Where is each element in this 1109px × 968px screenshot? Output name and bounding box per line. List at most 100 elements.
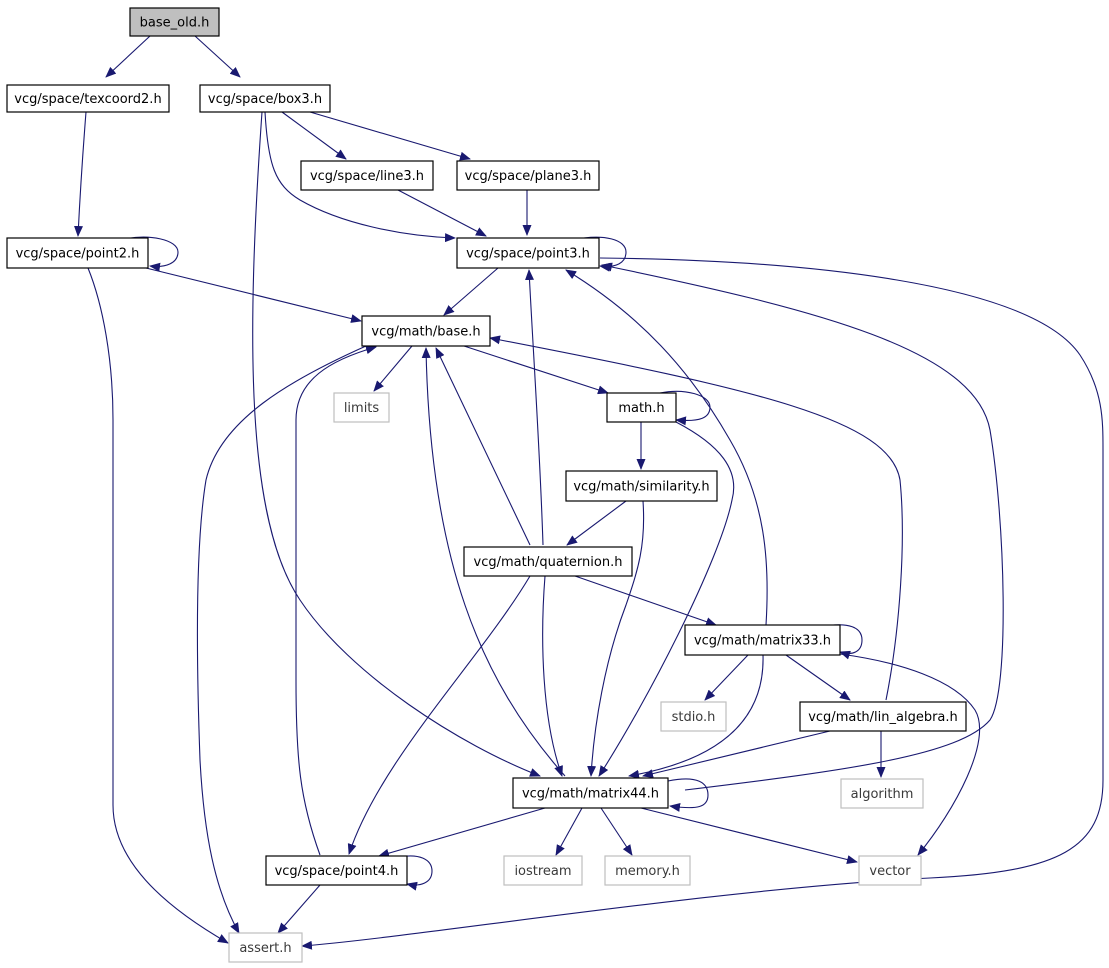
node-line3-box bbox=[300, 160, 434, 191]
node-stdio[interactable]: stdio.h bbox=[660, 701, 727, 732]
node-assert[interactable]: assert.h bbox=[228, 932, 303, 963]
edge-matrix44-point4 bbox=[378, 807, 546, 858]
node-matrix44-box bbox=[512, 777, 669, 809]
edge-point4-assert bbox=[277, 884, 321, 934]
edge-point2-assert bbox=[87, 267, 229, 944]
node-iostream-box bbox=[503, 855, 583, 886]
node-limits[interactable]: limits bbox=[333, 392, 390, 423]
node-matrix44-label: vcg/math/matrix44.h bbox=[522, 787, 659, 802]
edge-matrix44-memory bbox=[600, 807, 633, 856]
node-similarity-box bbox=[565, 470, 718, 502]
node-limits-label: limits bbox=[344, 401, 380, 416]
edge-point3-self bbox=[571, 236, 627, 272]
edge-box3-plane3 bbox=[309, 111, 471, 161]
node-plane3-label: vcg/space/plane3.h bbox=[465, 169, 592, 184]
node-iostream-label: iostream bbox=[514, 864, 571, 879]
node-point4[interactable]: vcg/space/point4.h bbox=[265, 855, 408, 886]
edge-quaternion-matrix33 bbox=[574, 575, 717, 626]
edge-matrix33-matrix44 bbox=[628, 654, 764, 779]
node-matrix44[interactable]: vcg/math/matrix44.h bbox=[512, 777, 669, 809]
node-memory-box bbox=[604, 855, 691, 886]
node-point4-label: vcg/space/point4.h bbox=[275, 864, 399, 879]
node-mathh-label: math.h bbox=[618, 401, 664, 416]
node-box3-label: vcg/space/box3.h bbox=[208, 92, 322, 107]
node-line3[interactable]: vcg/space/line3.h bbox=[300, 160, 434, 191]
node-mathh[interactable]: math.h bbox=[606, 392, 677, 423]
node-limits-box bbox=[333, 392, 390, 423]
node-matrix33-box bbox=[684, 624, 841, 656]
node-vector-label: vector bbox=[869, 864, 911, 879]
node-base_old[interactable]: base_old.h bbox=[129, 7, 220, 37]
node-line3-label: vcg/space/line3.h bbox=[310, 169, 424, 184]
node-vector[interactable]: vector bbox=[858, 855, 922, 886]
edge-box3-matrix44 bbox=[252, 111, 541, 777]
edge-matrix44-mathbase bbox=[421, 347, 566, 777]
node-quaternion-label: vcg/math/quaternion.h bbox=[474, 555, 623, 570]
edge-matrix33-linalgebra bbox=[785, 654, 851, 701]
node-texcoord2[interactable]: vcg/space/texcoord2.h bbox=[6, 84, 170, 113]
node-box3-box bbox=[199, 84, 331, 113]
node-base_old-label: base_old.h bbox=[140, 16, 210, 31]
node-mathbase[interactable]: vcg/math/base.h bbox=[361, 315, 491, 347]
edge-base_old-box3 bbox=[194, 35, 241, 78]
edge-matrix33-stdio bbox=[704, 654, 749, 701]
node-similarity-label: vcg/math/similarity.h bbox=[573, 480, 709, 495]
edge-line3-point3 bbox=[397, 189, 487, 237]
edge-similarity-matrix44 bbox=[587, 500, 645, 777]
node-linalgebra-box bbox=[799, 701, 967, 732]
edge-point4-self bbox=[394, 855, 433, 891]
node-point2[interactable]: vcg/space/point2.h bbox=[6, 237, 149, 269]
node-plane3[interactable]: vcg/space/plane3.h bbox=[456, 160, 600, 191]
node-plane3-box bbox=[456, 160, 600, 191]
node-stdio-label: stdio.h bbox=[672, 710, 716, 725]
node-stdio-box bbox=[660, 701, 727, 732]
edge-linalgebra-mathbase bbox=[489, 335, 903, 701]
edge-texcoord2-point2 bbox=[73, 111, 87, 237]
node-algorithm[interactable]: algorithm bbox=[840, 778, 924, 809]
node-point2-box bbox=[6, 237, 149, 269]
edge-mathbase-limits bbox=[373, 345, 413, 392]
edge-base_old-texcoord2 bbox=[105, 35, 151, 78]
edge-quaternion-point4 bbox=[347, 575, 531, 855]
edge-matrix44-self bbox=[667, 778, 709, 812]
node-quaternion-box bbox=[463, 546, 633, 577]
node-algorithm-label: algorithm bbox=[851, 787, 914, 802]
edge-matrix44-iostream bbox=[555, 807, 583, 856]
node-mathbase-box bbox=[361, 315, 491, 347]
edge-matrix33-point3 bbox=[565, 269, 768, 626]
node-quaternion[interactable]: vcg/math/quaternion.h bbox=[463, 546, 633, 577]
edge-matrix33-vector bbox=[839, 653, 981, 856]
edge-quaternion-point3 bbox=[525, 269, 544, 546]
node-assert-label: assert.h bbox=[239, 941, 291, 956]
edge-layer bbox=[73, 35, 1104, 950]
node-matrix33-label: vcg/math/matrix33.h bbox=[694, 634, 831, 649]
node-point3[interactable]: vcg/space/point3.h bbox=[456, 237, 600, 269]
edge-mathh-matrix44 bbox=[598, 421, 735, 777]
edge-point3-mathbase bbox=[443, 267, 499, 316]
node-memory[interactable]: memory.h bbox=[604, 855, 691, 886]
node-assert-box bbox=[228, 932, 303, 963]
edge-mathbase-assert bbox=[196, 345, 367, 934]
edge-similarity-quaternion bbox=[566, 500, 627, 546]
node-texcoord2-label: vcg/space/texcoord2.h bbox=[14, 92, 161, 107]
node-linalgebra[interactable]: vcg/math/lin_algebra.h bbox=[799, 701, 967, 732]
node-iostream[interactable]: iostream bbox=[503, 855, 583, 886]
edge-point2-mathbase bbox=[145, 267, 362, 323]
node-memory-label: memory.h bbox=[615, 864, 680, 879]
edge-linalgebra-matrix44 bbox=[642, 730, 831, 779]
node-texcoord2-box bbox=[6, 84, 170, 113]
node-matrix33[interactable]: vcg/math/matrix33.h bbox=[684, 624, 841, 656]
edge-point2-self bbox=[119, 236, 179, 272]
edge-box3-line3 bbox=[281, 111, 347, 160]
node-box3[interactable]: vcg/space/box3.h bbox=[199, 84, 331, 113]
node-similarity[interactable]: vcg/math/similarity.h bbox=[565, 470, 718, 502]
node-mathbase-label: vcg/math/base.h bbox=[371, 325, 480, 340]
node-point3-box bbox=[456, 237, 600, 269]
edge-point3-assert bbox=[301, 257, 1104, 950]
node-linalgebra-label: vcg/math/lin_algebra.h bbox=[808, 710, 958, 725]
edge-mathbase-mathh bbox=[463, 345, 609, 395]
node-vector-box bbox=[858, 855, 922, 886]
edge-quaternion-matrix44 bbox=[542, 575, 563, 777]
edge-point4-mathbase bbox=[295, 345, 377, 856]
